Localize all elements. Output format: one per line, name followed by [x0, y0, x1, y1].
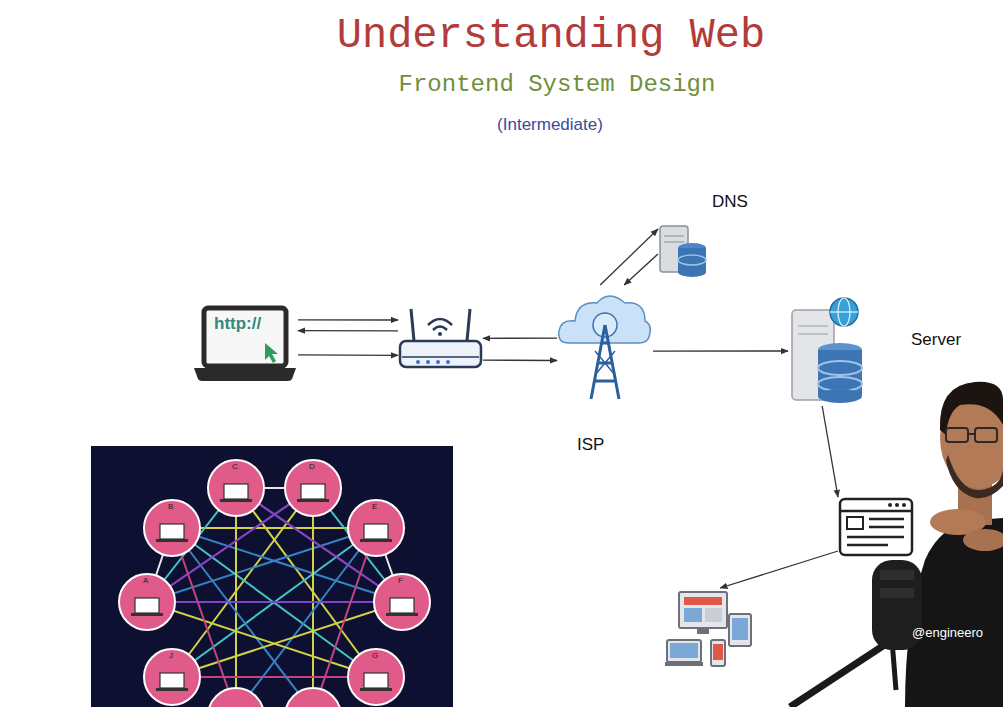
text-holder: J [169, 652, 173, 661]
flow-arrow [822, 406, 838, 497]
dns-server-icon [658, 222, 708, 280]
wifi-router [398, 305, 483, 373]
flow-arrow [298, 354, 398, 356]
node-letter: D [309, 463, 315, 472]
node-letter: C [232, 463, 238, 472]
text-holder: C [232, 463, 238, 472]
client-laptop-label: http:// [214, 314, 261, 334]
web-server-icon [788, 296, 864, 406]
text-holder: E [372, 503, 377, 512]
client-laptop: http:// [192, 305, 298, 383]
dns-server-label: DNS [712, 192, 748, 212]
node-letter: B [168, 503, 173, 512]
flow-arrow [483, 359, 557, 361]
flow-arrow [720, 551, 838, 588]
text-holder: @engineero [912, 626, 983, 640]
subtitle: Frontend System Design [399, 72, 716, 98]
isp-tower: ISP [557, 285, 653, 403]
client-devices-icon [665, 588, 757, 672]
web-page-icon-icon [838, 497, 914, 557]
flow-arrow [483, 337, 557, 338]
node-letter: J [169, 652, 173, 661]
level-note: (Intermediate) [497, 116, 603, 135]
watermark: @engineero [912, 626, 983, 640]
web-page-icon [838, 497, 914, 557]
text-holder: (Intermediate) [400, 116, 700, 135]
flow-arrow [298, 330, 398, 331]
isp-tower-label: ISP [577, 435, 604, 455]
node-letter: E [372, 503, 377, 512]
flow-arrow [653, 350, 788, 351]
flow-arrow [298, 319, 398, 321]
web-server: Server [788, 296, 864, 406]
client-devices [665, 588, 757, 672]
text-holder: Understanding Web [201, 12, 901, 60]
web-server-label: Server [911, 330, 961, 350]
flow-arrow [600, 229, 658, 285]
title: Understanding Web [337, 12, 765, 60]
node-letter: F [398, 577, 403, 586]
wifi-router-icon [398, 305, 483, 373]
text-holder: F [398, 577, 403, 586]
text-holder: Frontend System Design [257, 72, 857, 98]
text-holder: G [372, 652, 378, 661]
text-holder: A [143, 577, 148, 586]
text-holder: B [168, 503, 173, 512]
dns-server: DNS [658, 222, 708, 280]
flow-arrow [624, 254, 658, 285]
node-letter: A [143, 577, 148, 586]
node-letter: G [372, 652, 378, 661]
text-holder: D [309, 463, 315, 472]
isp-tower-icon [557, 285, 653, 403]
